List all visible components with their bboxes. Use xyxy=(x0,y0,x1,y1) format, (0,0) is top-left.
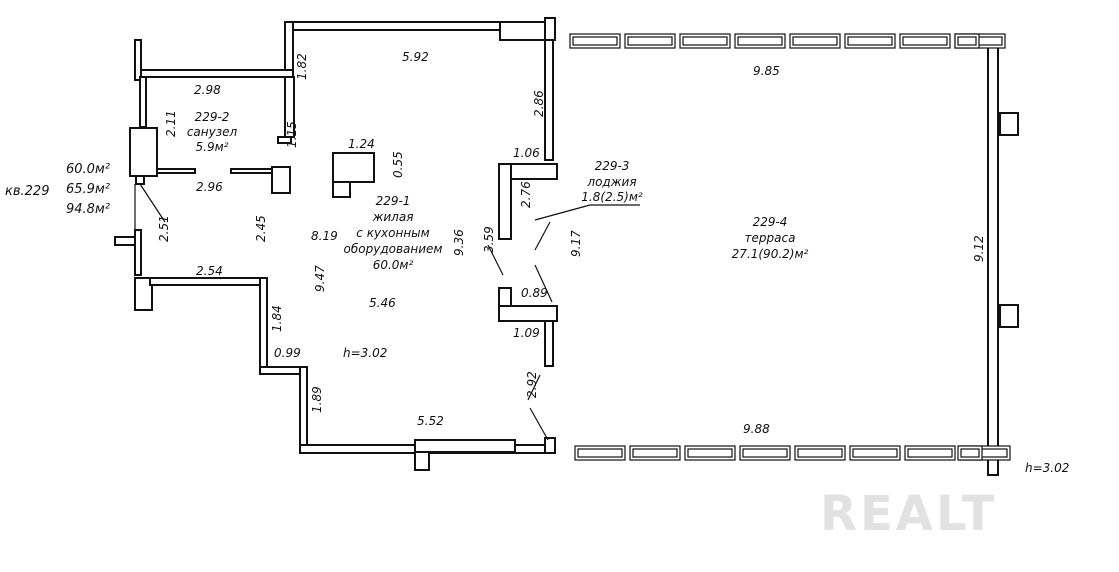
ceiling-height-main: h=3.02 xyxy=(343,346,387,360)
dim: 5.92 xyxy=(402,50,429,64)
dim: 2.86 xyxy=(532,90,546,117)
walls xyxy=(114,17,1019,476)
apartment-area-1: 60.0м² xyxy=(66,162,110,177)
dim: 9.85 xyxy=(753,64,780,78)
terrace-parapet xyxy=(569,33,1011,461)
parapet-segment-inner xyxy=(957,36,977,46)
dim: 1.84 xyxy=(270,305,284,332)
dim: 9.88 xyxy=(743,422,770,436)
room-229-3-area: 1.8(2.5)м² xyxy=(581,190,643,204)
dim: 2.96 xyxy=(196,180,223,194)
ceiling-height-terrace: h=3.02 xyxy=(1025,461,1069,475)
dim: 9.47 xyxy=(313,265,327,292)
parapet-segment-inner xyxy=(687,448,733,458)
dim: 2.11 xyxy=(164,110,178,137)
parapet-segment-inner xyxy=(632,448,678,458)
parapet-segment-inner xyxy=(852,448,898,458)
dim: 2.45 xyxy=(254,215,268,242)
dim: 0.55 xyxy=(391,151,405,178)
apartment-area-2: 65.9м² xyxy=(66,182,110,197)
room-229-3-name: лоджия xyxy=(586,175,636,189)
parapet-segment-inner xyxy=(627,36,673,46)
dim: 2.54 xyxy=(196,264,223,278)
dim: 1.15 xyxy=(285,121,299,148)
dimensions: 5.92 2.98 1.24 2.96 8.19 5.46 2.54 0.99 … xyxy=(157,50,986,436)
room-229-1-name-3: оборудованием xyxy=(344,242,443,256)
room-229-4-area: 27.1(90.2)м² xyxy=(732,247,809,261)
dim: 2.92 xyxy=(525,371,539,398)
parapet-segment-inner xyxy=(682,36,728,46)
dim: 9.36 xyxy=(452,229,466,256)
parapet-segment-inner xyxy=(960,448,980,458)
dim: 1.89 xyxy=(310,386,324,413)
room-229-1-area: 60.0м² xyxy=(373,258,414,272)
dim: 0.89 xyxy=(521,286,548,300)
dim: 1.09 xyxy=(513,326,540,340)
dim: 2.76 xyxy=(519,181,533,208)
room-229-1-id: 229-1 xyxy=(376,194,411,208)
parapet-segment-inner xyxy=(902,36,948,46)
apartment-label: кв.229 xyxy=(5,184,49,199)
room-229-3-id: 229-3 xyxy=(595,159,630,173)
dim: 9.17 xyxy=(569,230,583,257)
parapet-segment-inner xyxy=(577,448,623,458)
dim: 5.52 xyxy=(417,414,444,428)
parapet-segment-inner xyxy=(792,36,838,46)
parapet-segment-inner xyxy=(797,448,843,458)
parapet-segment-inner xyxy=(847,36,893,46)
dim: 1.82 xyxy=(295,53,309,80)
dim: 5.46 xyxy=(369,296,396,310)
parapet-segment-inner xyxy=(907,448,953,458)
dim: 1.06 xyxy=(513,146,540,160)
room-229-2-area: 5.9м² xyxy=(196,140,229,154)
apartment-area-3: 94.8м² xyxy=(66,202,110,217)
parapet-segment-inner xyxy=(737,36,783,46)
room-229-1-name-1: жилая xyxy=(372,210,414,224)
dim: 1.24 xyxy=(348,137,375,151)
dim: 2.51 xyxy=(157,215,171,242)
room-229-4-name: терраса xyxy=(745,231,796,245)
dim: 9.12 xyxy=(972,235,986,262)
room-229-1-name-2: с кухонным xyxy=(356,226,429,240)
dim: 8.19 xyxy=(311,229,338,243)
dim: 3.59 xyxy=(482,226,496,253)
room-229-2-id: 229-2 xyxy=(195,110,230,124)
dim: 2.98 xyxy=(194,83,221,97)
dim: 0.99 xyxy=(274,346,301,360)
room-229-4-id: 229-4 xyxy=(753,215,788,229)
watermark: REALT xyxy=(820,486,997,542)
parapet-segment-inner xyxy=(742,448,788,458)
room-229-2-name: санузел xyxy=(187,125,238,139)
parapet-segment-inner xyxy=(572,36,618,46)
